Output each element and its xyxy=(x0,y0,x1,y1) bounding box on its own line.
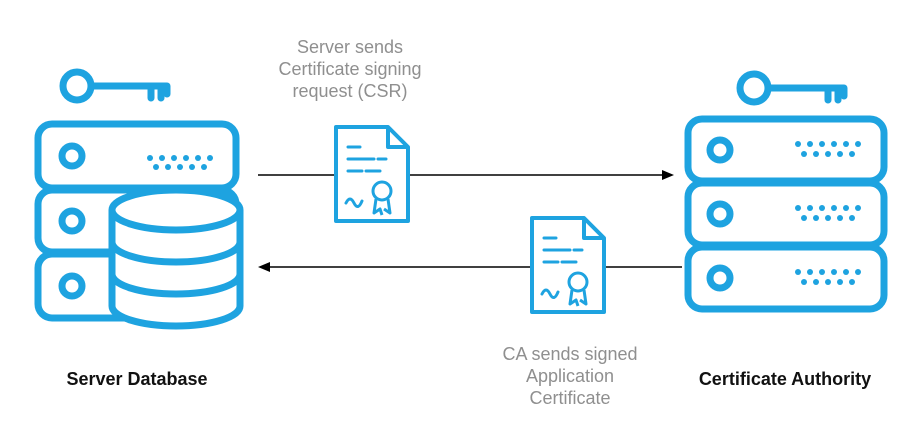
signed-label-line-2: Application xyxy=(525,366,615,386)
csr-label-line-2: Certificate signing xyxy=(278,59,422,79)
right-key-icon xyxy=(740,74,844,102)
csr-label-line-1: Server sends xyxy=(296,37,404,57)
database-icon xyxy=(108,186,244,330)
csr-certificate-icon xyxy=(334,125,410,223)
csr-arrow xyxy=(258,170,674,180)
left-key-icon xyxy=(63,72,167,100)
signed-flow-label: CA sends signed Application Certificate xyxy=(470,343,670,409)
signed-label-line-1: CA sends signed xyxy=(502,344,638,364)
server-database-title: Server Database xyxy=(66,369,208,389)
signed-certificate-icon xyxy=(530,216,606,314)
signed-certificate-arrow xyxy=(258,262,682,272)
csr-flow-label: Server sends Certificate signing request… xyxy=(250,36,450,102)
signed-label-line-3: Certificate xyxy=(529,388,611,408)
certificate-authority-title: Certificate Authority xyxy=(698,369,872,389)
csr-label-line-3: request (CSR) xyxy=(292,81,408,101)
right-server-icon xyxy=(684,115,888,313)
